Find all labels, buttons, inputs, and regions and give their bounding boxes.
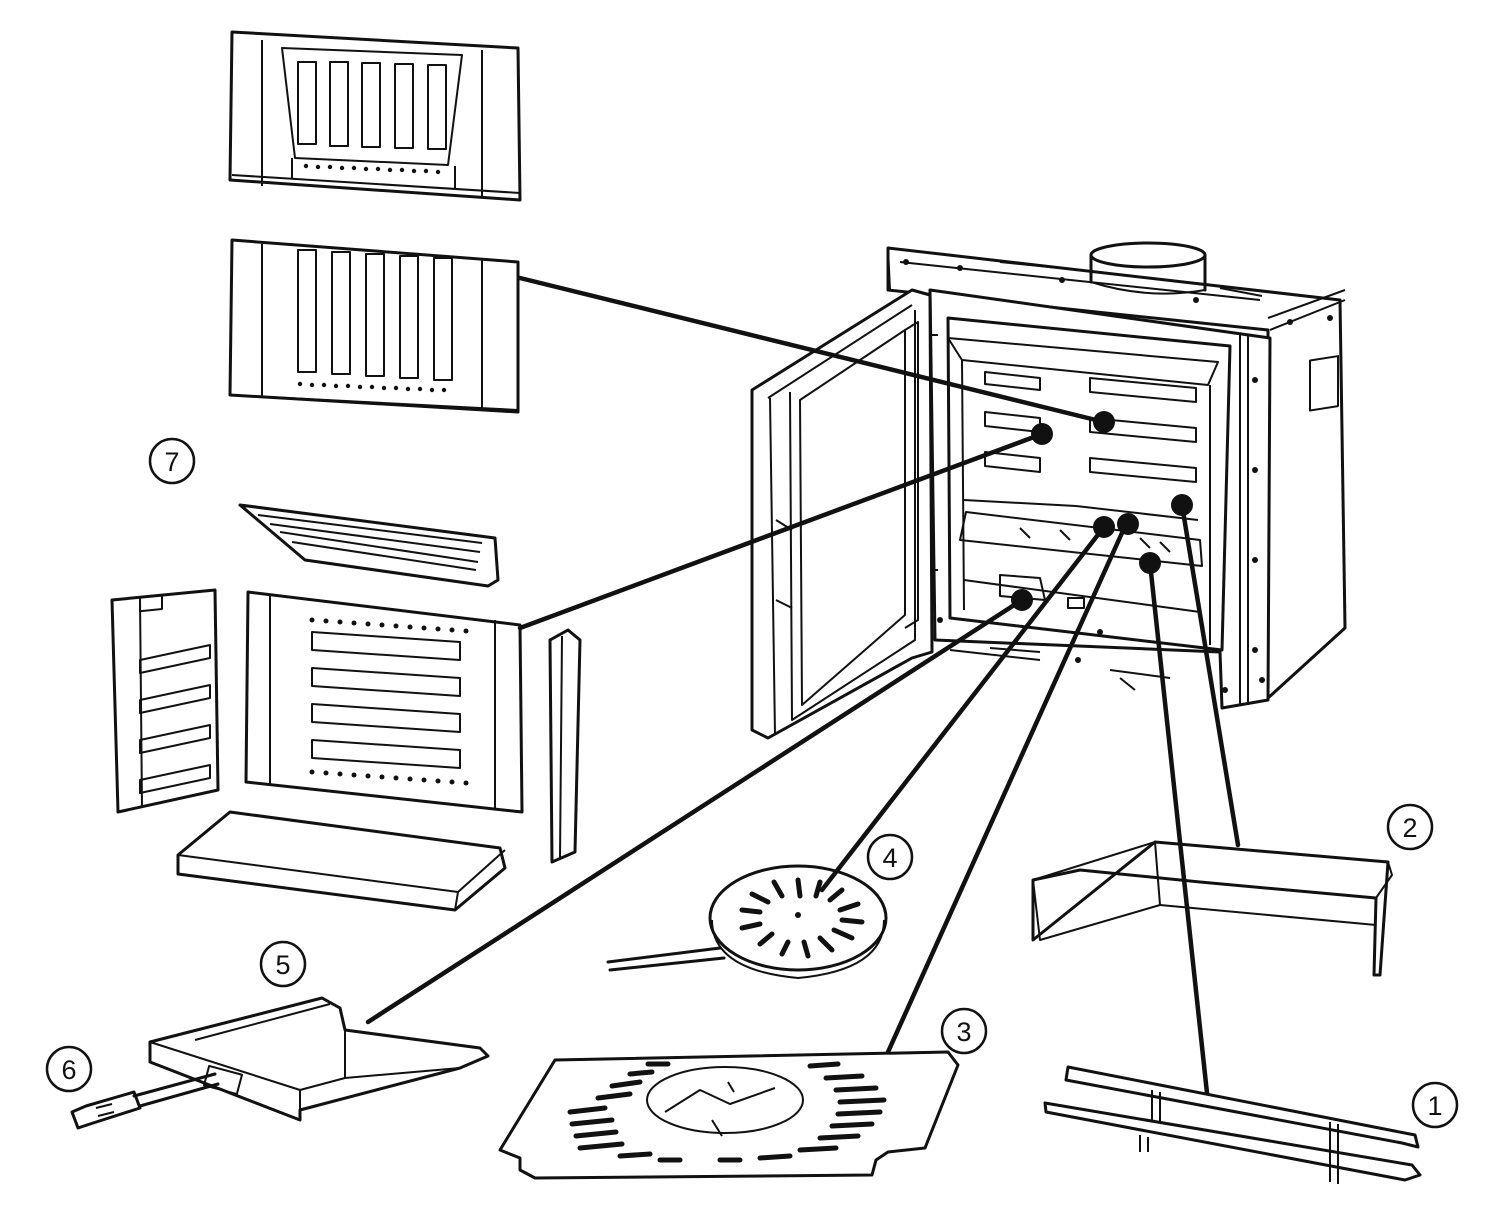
refractory-back-panel-middle (228, 238, 520, 414)
callout-6: 6 (45, 1045, 93, 1093)
part-5-ash-pan (148, 996, 490, 1122)
callout-1-label: 1 (1427, 1091, 1442, 1121)
callout-5-label: 5 (275, 950, 290, 980)
callout-2: 2 (1386, 803, 1434, 851)
refractory-side-panel-right (548, 628, 582, 864)
part-1-grate-rail (1043, 1065, 1422, 1184)
refractory-baffle-plate (238, 503, 500, 588)
part-2-deflector-shield (1031, 840, 1393, 977)
refractory-back-panel-bottom (244, 590, 524, 814)
leader-lines (365, 275, 1241, 1096)
callout-7-label: 7 (164, 447, 179, 477)
part-3-grate-plate (498, 1050, 960, 1180)
refractory-back-panel-top (228, 30, 522, 202)
callout-2-label: 2 (1402, 813, 1417, 843)
part-4-round-grate (606, 864, 888, 979)
refractory-side-panel-left (110, 588, 220, 814)
callout-3-label: 3 (956, 1017, 971, 1047)
firebox-insert (750, 241, 1347, 740)
callout-4: 4 (866, 833, 914, 881)
part-6-handle (70, 1072, 220, 1130)
callout-6-label: 6 (61, 1055, 76, 1085)
callout-5: 5 (259, 940, 307, 988)
callout-3: 3 (940, 1007, 988, 1055)
refractory-base-slab (176, 810, 507, 912)
callout-7: 7 (148, 437, 196, 485)
leader-dots (1011, 411, 1193, 611)
callout-4-label: 4 (882, 843, 897, 873)
callout-1: 1 (1411, 1081, 1459, 1129)
